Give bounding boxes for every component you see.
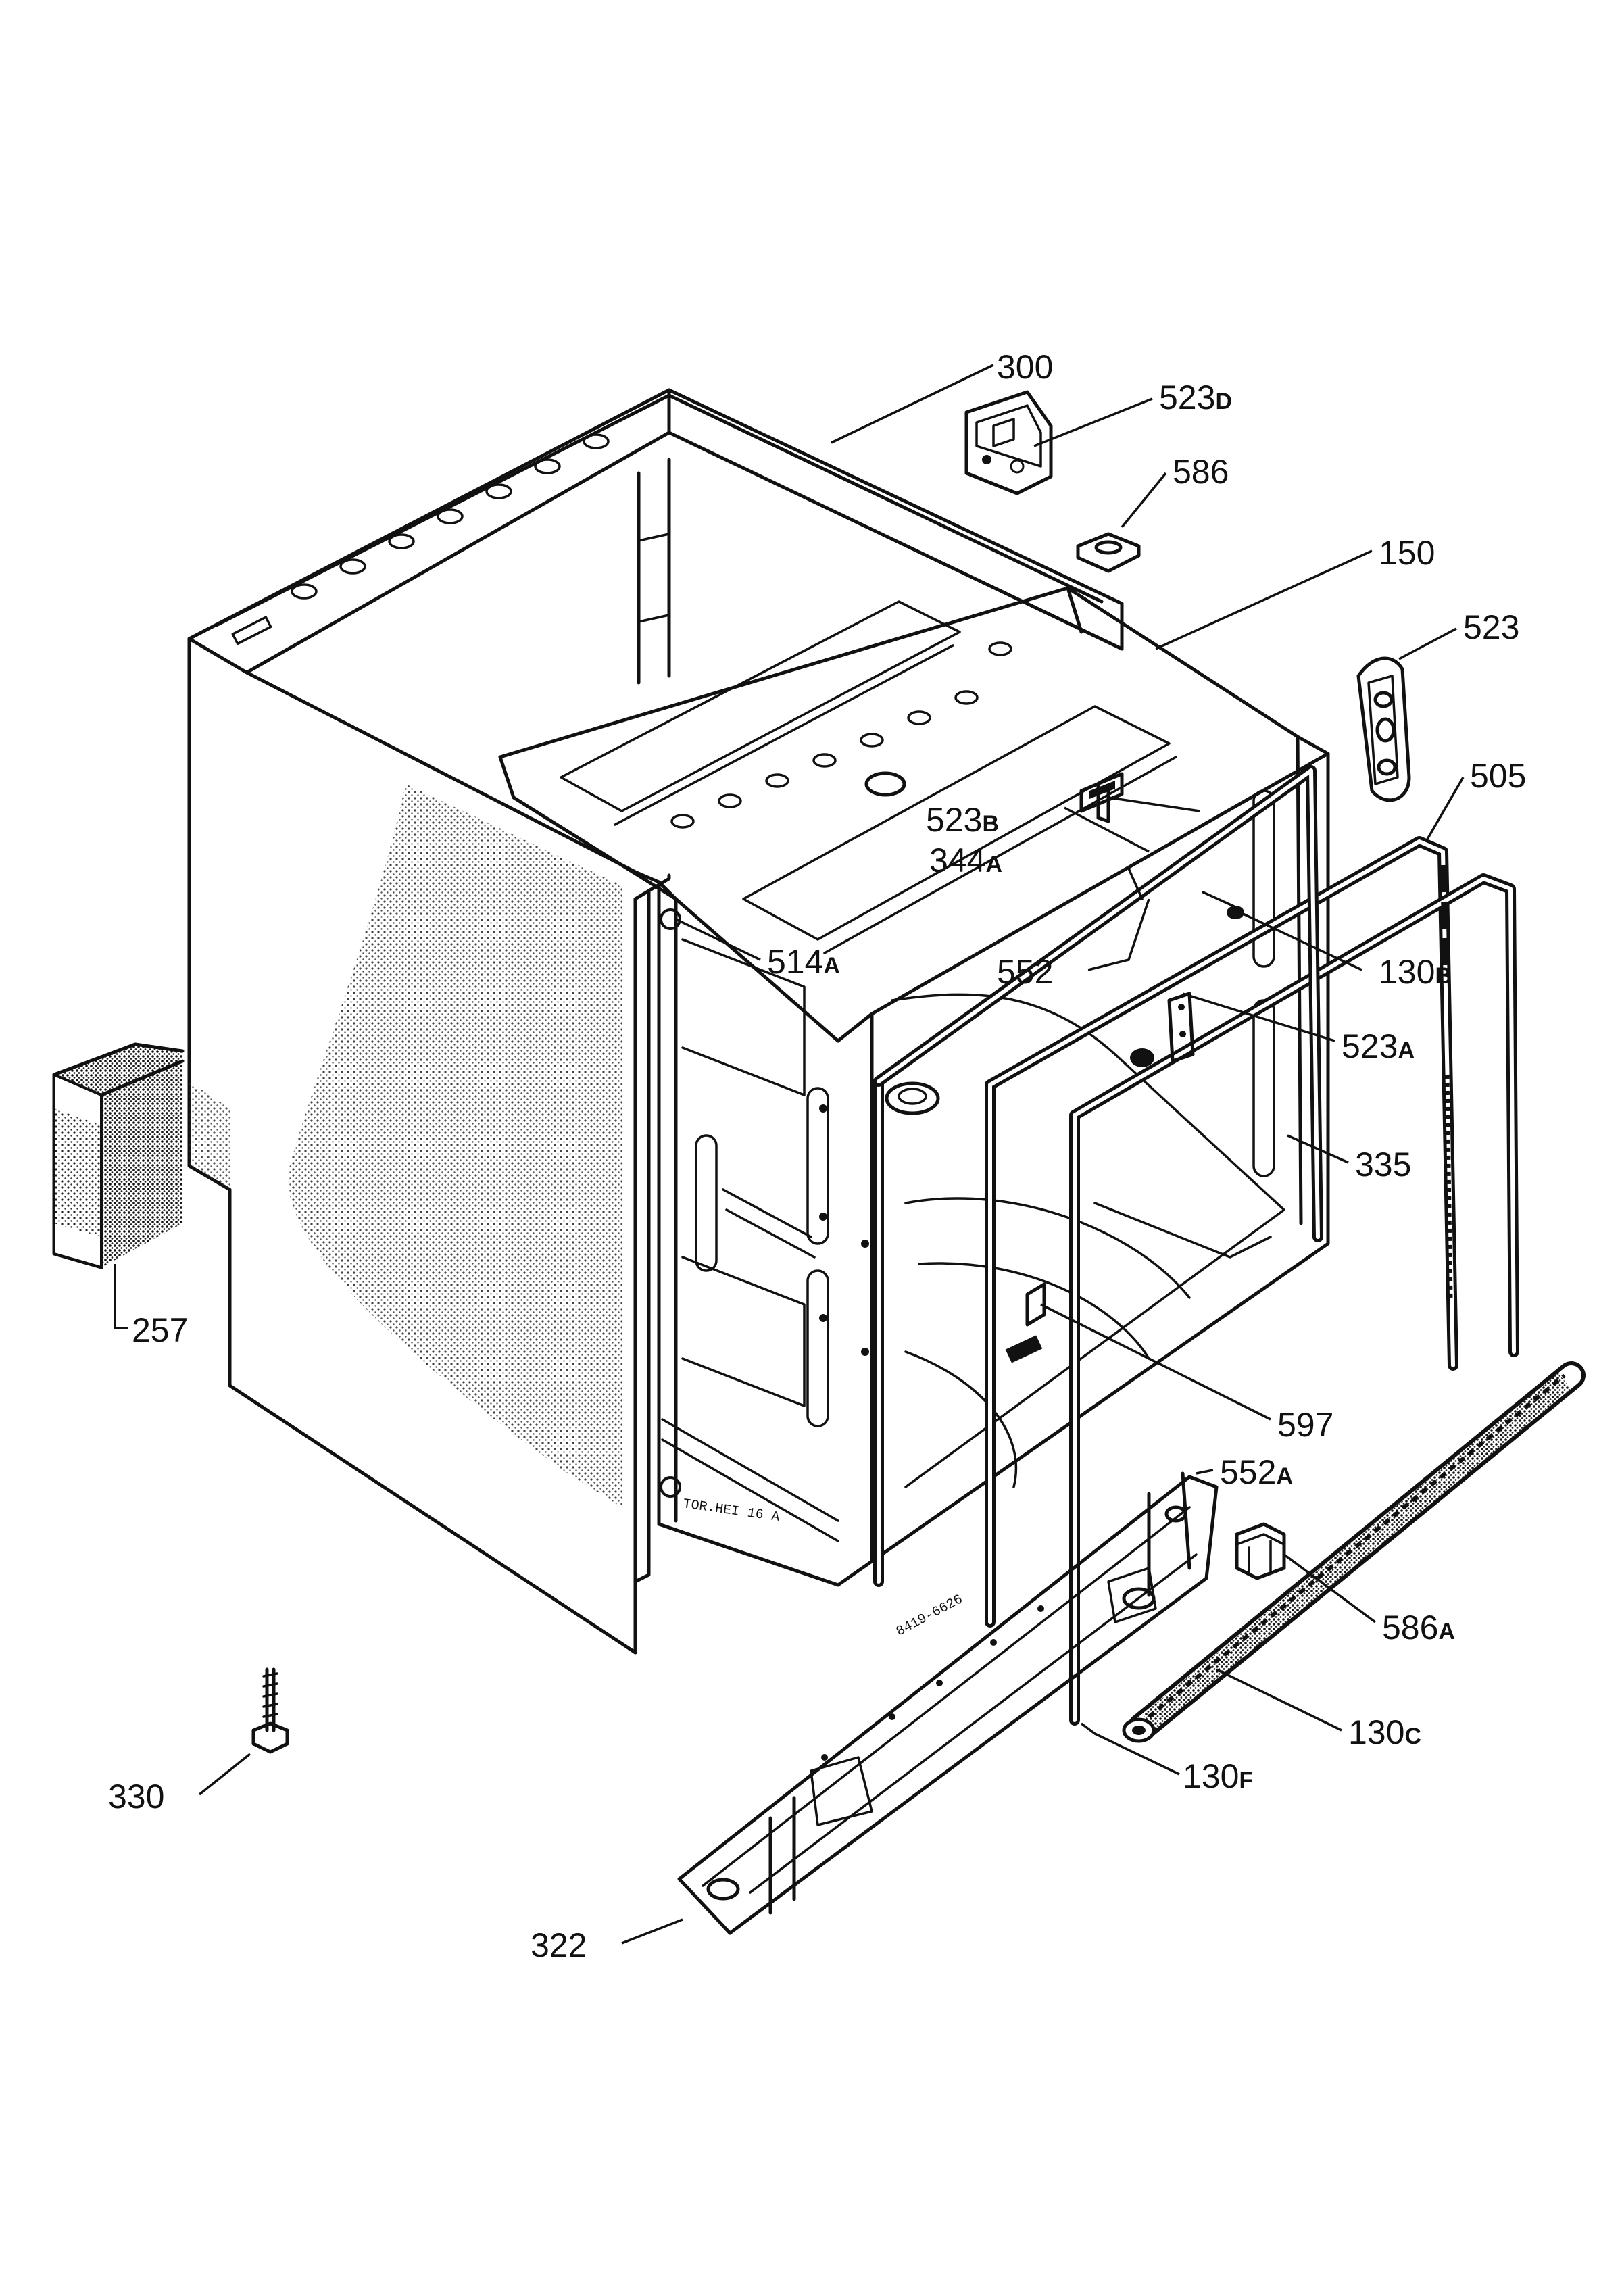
seal-strip-130C xyxy=(1122,1361,1586,1743)
label-523A: 523A xyxy=(1342,1027,1415,1065)
door-seal-130F xyxy=(1069,873,1519,1726)
svg-text:8419-6626: 8419-6626 xyxy=(893,1592,965,1640)
clip-597 xyxy=(1005,1282,1046,1363)
nut-586 xyxy=(1076,532,1141,573)
label-552: 552 xyxy=(997,953,1053,991)
bracket-523 xyxy=(1356,656,1411,802)
door-seal-505 xyxy=(985,836,1458,1628)
label-300: 300 xyxy=(997,348,1053,386)
outer-housing-300 xyxy=(187,388,1124,1655)
label-322: 322 xyxy=(531,1926,587,1964)
label-150: 150 xyxy=(1379,534,1435,572)
part-labels: 300 523D 586 150 523 505 523B 344A 514A … xyxy=(108,348,1526,1964)
label-130C: 130C xyxy=(1348,1713,1421,1751)
bracket-523D xyxy=(964,390,1053,495)
latch-523B xyxy=(1079,772,1124,823)
label-344A: 344A xyxy=(929,841,1002,879)
label-514A: 514A xyxy=(767,943,840,981)
rail-322 xyxy=(677,1471,1219,1935)
leader-lines xyxy=(114,364,1465,1945)
side-panel-shading xyxy=(288,784,622,1507)
block-586A xyxy=(1235,1522,1286,1580)
label-257: 257 xyxy=(132,1311,188,1349)
label-130F: 130F xyxy=(1183,1757,1253,1795)
label-330: 330 xyxy=(108,1778,164,1815)
screw-330 xyxy=(251,1667,289,1754)
track-strips xyxy=(1440,864,1453,1298)
hinge-hardware xyxy=(1127,867,1244,1067)
label-586A: 586A xyxy=(1382,1609,1455,1646)
label-597: 597 xyxy=(1277,1406,1333,1444)
housing-top-holes xyxy=(231,433,610,645)
label-586: 586 xyxy=(1173,453,1229,491)
label-523B: 523B xyxy=(926,801,999,839)
tub-top-holes xyxy=(670,641,1012,829)
label-505: 505 xyxy=(1470,757,1526,795)
label-523D: 523D xyxy=(1159,378,1232,416)
label-523: 523 xyxy=(1463,608,1519,646)
label-335: 335 xyxy=(1355,1146,1411,1183)
svg-text:TOR.HEI 16 A: TOR.HEI 16 A xyxy=(682,1496,781,1525)
side-block-257 xyxy=(52,1042,185,1269)
side-seal-strip xyxy=(873,765,1323,1587)
label-130B: 130B xyxy=(1379,953,1452,991)
label-552A: 552A xyxy=(1220,1453,1293,1491)
